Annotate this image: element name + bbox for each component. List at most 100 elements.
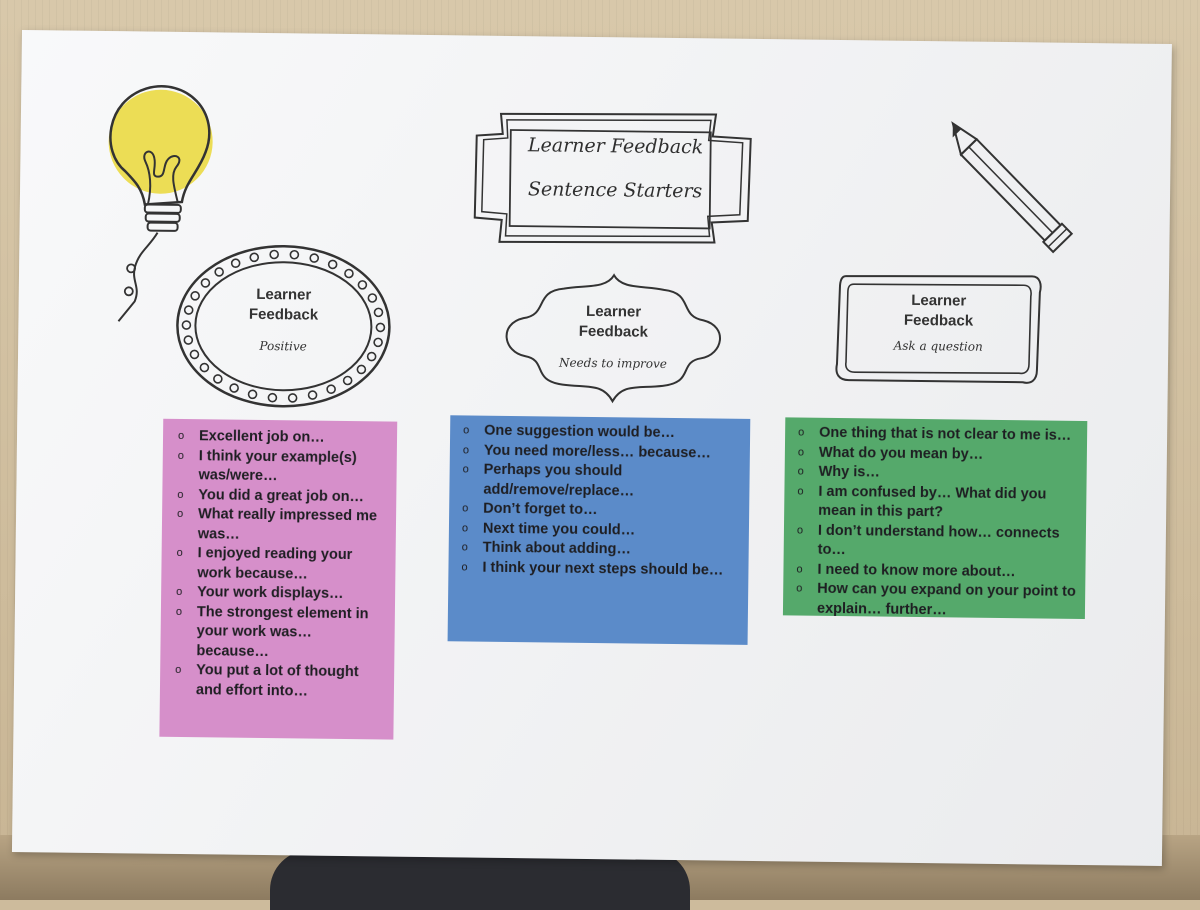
list-item-text: Why is… bbox=[818, 463, 880, 481]
stud-dot bbox=[269, 249, 279, 260]
list-item-text: I don’t understand how… connects to… bbox=[817, 522, 1060, 559]
improve-badge: Learner Feedback Needs to improve bbox=[533, 301, 694, 383]
stud-dot bbox=[229, 383, 239, 393]
list-item-text: How can you expand on your point to expl… bbox=[816, 580, 1076, 618]
bullet-icon: o bbox=[797, 465, 804, 478]
question-badge-heading: Learner Feedback bbox=[903, 291, 974, 330]
list-item: o Excellent job on… bbox=[173, 427, 389, 449]
stud-dot bbox=[344, 268, 354, 279]
stud-dot bbox=[267, 392, 278, 403]
bullet-icon: o bbox=[798, 426, 805, 439]
improve-badge-heading: Learner Feedback bbox=[578, 302, 649, 341]
list-item-text: The strongest element in your work was… … bbox=[196, 603, 369, 660]
stud-dot bbox=[190, 291, 200, 301]
stud-dot bbox=[183, 305, 194, 315]
bullet-icon: o bbox=[462, 443, 470, 456]
list-item-text: I think your example(s) was/were… bbox=[198, 447, 357, 485]
list-item: o I don’t understand how… connects to… bbox=[792, 521, 1078, 563]
list-item: o You did a great job on… bbox=[172, 485, 388, 507]
question-badge-subtitle: Ask a question bbox=[893, 338, 983, 354]
stud-dot bbox=[357, 280, 368, 290]
list-item-text: Next time you could… bbox=[482, 520, 636, 539]
stud-dot bbox=[289, 249, 300, 260]
stud-dot bbox=[181, 320, 192, 330]
list-item-text: I enjoyed reading your work because… bbox=[197, 545, 353, 583]
bullet-icon: o bbox=[796, 582, 803, 595]
bullet-icon: o bbox=[177, 488, 184, 501]
list-item-text: I think your next steps should be… bbox=[482, 559, 724, 579]
list-item-text: Think about adding… bbox=[482, 539, 632, 558]
list-item: o I think your next steps should be… bbox=[456, 558, 740, 581]
bullet-icon: o bbox=[461, 541, 468, 554]
positive-badge-subtitle: Positive bbox=[259, 338, 307, 354]
stud-dot bbox=[309, 253, 320, 263]
stud-dot bbox=[200, 278, 211, 288]
bullet-icon: o bbox=[797, 485, 804, 498]
stud-dot bbox=[373, 337, 383, 348]
stud-dot bbox=[307, 390, 318, 400]
bullet-icon: o bbox=[463, 424, 470, 437]
bullet-icon: o bbox=[175, 663, 182, 676]
bullet-icon: o bbox=[461, 521, 469, 534]
list-item-text: You need more/less… because… bbox=[483, 442, 711, 461]
bullet-icon: o bbox=[176, 585, 183, 598]
list-item-text: Perhaps you should add/remove/replace… bbox=[483, 461, 635, 500]
positive-starters-list: o Excellent job on… o I think your example(… bbox=[170, 427, 389, 703]
list-item: o How can you expand on your point to exp… bbox=[791, 579, 1077, 621]
stud-dot bbox=[189, 349, 200, 360]
list-item: o Your work displays… bbox=[171, 583, 387, 605]
list-item-text: One suggestion would be… bbox=[484, 422, 676, 442]
list-item-text: You put a lot of thought and effort into… bbox=[195, 662, 359, 700]
bullet-icon: o bbox=[176, 546, 183, 560]
bullet-icon: o bbox=[462, 502, 469, 515]
bullet-icon: o bbox=[461, 560, 468, 573]
title-frame bbox=[473, 112, 752, 244]
stud-dot bbox=[373, 307, 384, 318]
bullet-icon: o bbox=[797, 446, 805, 459]
title-line-1: Learner Feedback bbox=[527, 134, 704, 159]
list-item-text: Excellent job on… bbox=[198, 428, 325, 446]
list-item: o I think your example(s) was/were… bbox=[172, 446, 388, 488]
stud-dot bbox=[367, 293, 378, 303]
list-item-text: I need to know more about… bbox=[817, 561, 1016, 580]
bullet-icon: o bbox=[462, 463, 469, 476]
stud-dot bbox=[213, 374, 223, 384]
bullet-icon: o bbox=[177, 449, 185, 462]
list-item: o Perhaps you should add/remove/replace… bbox=[457, 460, 741, 502]
list-item-text: Don’t forget to… bbox=[483, 500, 598, 519]
pencil-icon bbox=[951, 121, 1074, 254]
list-item-text: Your work displays… bbox=[197, 584, 344, 602]
list-item: o You put a lot of thought and effort int… bbox=[170, 661, 386, 703]
positive-badge-heading: Learner Feedback bbox=[248, 285, 319, 324]
bullet-icon: o bbox=[177, 507, 184, 521]
list-item-text: You did a great job on… bbox=[198, 486, 365, 505]
title-line-2: Sentence Starters bbox=[527, 178, 703, 203]
worksheet-paper: Learner Feedback Sentence Starters Learn… bbox=[11, 30, 1172, 866]
list-item-text: What really impressed me was… bbox=[197, 506, 378, 543]
lightbulb-icon bbox=[108, 85, 213, 322]
improve-badge-frame bbox=[505, 273, 721, 404]
bullet-icon: o bbox=[796, 524, 804, 537]
title-block: Learner Feedback Sentence Starters bbox=[510, 134, 721, 219]
bullet-icon: o bbox=[175, 605, 183, 618]
stud-dot bbox=[214, 267, 224, 277]
improve-badge-subtitle: Needs to improve bbox=[558, 355, 668, 371]
stud-dot bbox=[247, 389, 258, 400]
question-badge: Learner Feedback Ask a question bbox=[863, 290, 1014, 372]
list-item-text: What do you mean by… bbox=[818, 444, 984, 463]
list-item: o The strongest element in your work was…… bbox=[170, 602, 387, 663]
question-badge-frame bbox=[835, 275, 1042, 384]
bullet-icon: o bbox=[177, 429, 185, 443]
list-item-text: One thing that is not clear to me is… bbox=[819, 424, 1072, 444]
list-item: o What really impressed me was… bbox=[172, 505, 388, 547]
stud-dot bbox=[375, 322, 386, 333]
list-item: o I enjoyed reading your work because… bbox=[171, 544, 387, 586]
stud-dot bbox=[327, 259, 338, 270]
positive-badge-frame bbox=[176, 244, 391, 408]
bullet-icon: o bbox=[796, 563, 803, 576]
stud-dot bbox=[183, 335, 194, 345]
